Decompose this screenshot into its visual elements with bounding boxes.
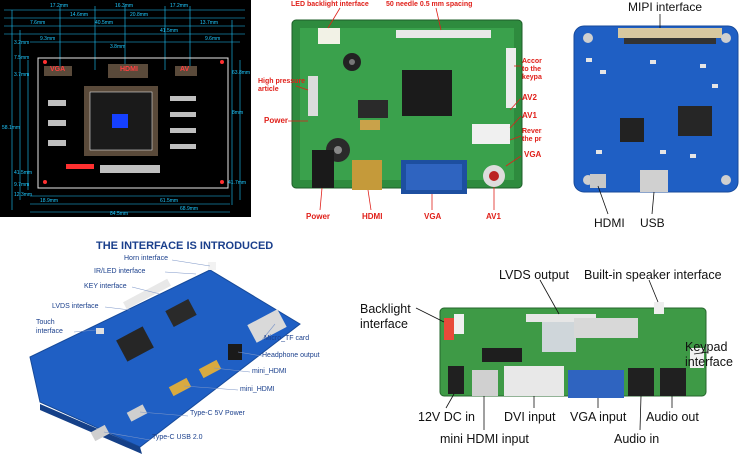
callout-vga-right: VGA bbox=[524, 150, 542, 159]
mipi-usb-label: USB bbox=[640, 216, 665, 230]
callout-micro-tf: Micro_TF card bbox=[264, 335, 310, 342]
callout-typec-power: Type-C 5V Power bbox=[190, 410, 245, 417]
callout-key: KEY interface bbox=[84, 283, 127, 290]
callout-reversing: Reversing the priority bbox=[522, 128, 542, 143]
green-board-image bbox=[288, 7, 523, 211]
callout-av2: AV2 bbox=[522, 93, 537, 102]
blue-board-heading: THE INTERFACE IS INTRODUCED bbox=[96, 240, 274, 252]
callout-keypad: According to the keypad bbox=[522, 58, 542, 81]
cad-drawing-panel: VGA HDMI AV 17.2mm 16.3mm 17.2mm 14.6mm … bbox=[0, 0, 251, 217]
mipi-hdmi-label: HDMI bbox=[594, 216, 625, 230]
callout-dc-in: 12V DC in bbox=[418, 410, 475, 424]
callout-touch: Touch interface bbox=[36, 319, 63, 335]
cad-label-av: AV bbox=[180, 66, 190, 73]
lvds-board-image bbox=[415, 279, 709, 431]
cad-dim: 9.7mm bbox=[14, 182, 30, 188]
cad-dim: 41.5mm bbox=[14, 170, 33, 176]
callout-power-bottom: Power bbox=[306, 212, 331, 221]
cad-dim: 58.1mm bbox=[2, 125, 21, 131]
green-board-panel: LED backlight interface 50 needle 0.5 mm… bbox=[256, 0, 542, 232]
cad-dim: 3.7mm bbox=[14, 72, 30, 78]
cad-dim: 41.7mm bbox=[228, 180, 247, 186]
callout-vga: VGA input bbox=[570, 410, 627, 424]
mipi-label: MIPI interface bbox=[628, 0, 703, 14]
cad-label-vga: VGA bbox=[50, 66, 66, 73]
mipi-board-image bbox=[573, 14, 739, 215]
cad-dim: 14.6mm bbox=[70, 12, 89, 18]
cad-dim: 63.8mm bbox=[232, 70, 251, 76]
cad-dim: 7.5mm bbox=[14, 55, 30, 61]
blue-board-image bbox=[29, 259, 301, 454]
callout-ir-led: IR/LED interface bbox=[94, 268, 146, 275]
callout-mini-hdmi-2: mini_HDMI bbox=[240, 386, 275, 393]
callout-backlight: Backlight interface bbox=[360, 302, 411, 331]
callout-audio-out: Audio out bbox=[646, 410, 699, 424]
cad-dim: 9.3mm bbox=[40, 36, 56, 42]
cad-dim: 61.5mm bbox=[160, 198, 179, 204]
callout-keypad: Keypad interface bbox=[685, 340, 733, 369]
cad-dim: 12.3mm bbox=[14, 192, 33, 198]
cad-dim: 41.5mm bbox=[160, 28, 179, 34]
cad-dim: 7.6mm bbox=[30, 20, 46, 26]
callout-dvi: DVI input bbox=[504, 410, 556, 424]
callout-headphone: Headphone output bbox=[262, 352, 320, 359]
cad-dim: 16.3mm bbox=[115, 3, 134, 9]
cad-dim: 18.9mm bbox=[40, 198, 59, 204]
callout-mini-hdmi: mini HDMI input bbox=[440, 432, 529, 446]
callout-needle-spacing: 50 needle 0.5 mm spacing bbox=[386, 1, 473, 8]
callout-av1: AV1 bbox=[522, 111, 537, 120]
callout-audio-in: Audio in bbox=[614, 432, 660, 446]
callout-lvds: LVDS interface bbox=[52, 303, 99, 310]
cad-dim: 17.2mm bbox=[50, 3, 69, 9]
cad-dim: 9.6mm bbox=[205, 36, 221, 42]
callout-high-pressure: High pressure article bbox=[258, 78, 306, 93]
callout-vga-bottom: VGA bbox=[424, 212, 442, 221]
cad-dim: 13.7mm bbox=[200, 20, 219, 26]
blue-board-panel: THE INTERFACE IS INTRODUCED Horn interfa… bbox=[0, 232, 345, 461]
cad-label-hdmi: HDMI bbox=[120, 66, 138, 73]
callout-lvds-output: LVDS output bbox=[499, 268, 569, 282]
cad-dim: 17.2mm bbox=[170, 3, 189, 9]
cad-dim: 3.2mm bbox=[14, 40, 30, 46]
cad-dim: 68.9mm bbox=[180, 206, 199, 212]
callout-mini-hdmi-1: mini_HDMI bbox=[252, 368, 287, 375]
mipi-board-panel: MIPI interface HDMI USB bbox=[560, 0, 750, 232]
cad-dim: 40.5mm bbox=[95, 20, 114, 26]
callout-speaker: Built-in speaker interface bbox=[584, 268, 722, 282]
callout-typec-usb: Type-C USB 2.0 bbox=[152, 434, 203, 441]
cad-dim: 8mm bbox=[232, 110, 244, 116]
cad-dim: 20.8mm bbox=[130, 12, 149, 18]
lvds-board-panel: LVDS output Built-in speaker interface B… bbox=[354, 258, 750, 461]
callout-hdmi-bottom: HDMI bbox=[362, 212, 383, 221]
cad-board-outline bbox=[4, 6, 245, 213]
callout-power-left: Power bbox=[264, 116, 289, 125]
cad-dim: 84.5mm bbox=[110, 211, 129, 217]
callout-av1-bottom: AV1 bbox=[486, 212, 501, 221]
callout-horn: Horn interface bbox=[124, 255, 168, 262]
cad-dim: 3.8mm bbox=[110, 44, 126, 50]
callout-led-backlight: LED backlight interface bbox=[291, 1, 369, 8]
